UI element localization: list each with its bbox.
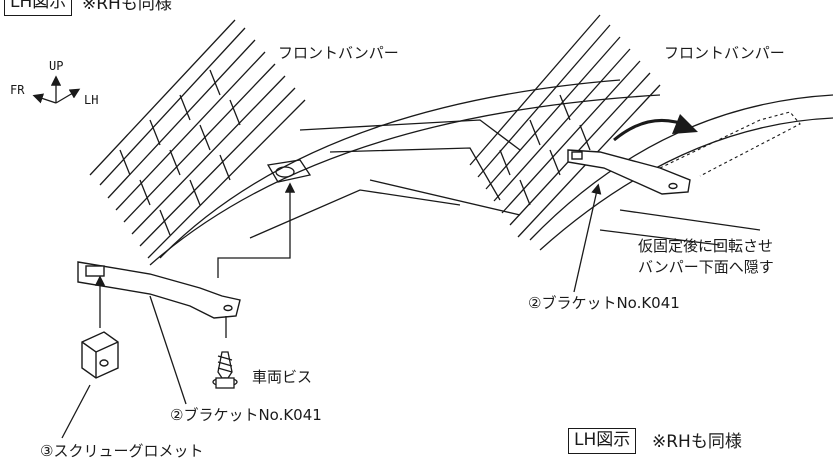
right-bracket-label: ②ブラケットNo.K041 bbox=[528, 294, 680, 312]
left-bracket-shape bbox=[77, 261, 241, 319]
footer-boxed-label: LH図示 bbox=[568, 428, 637, 454]
right-rotation-arrow bbox=[613, 114, 698, 142]
left-screw-shape bbox=[212, 351, 238, 389]
footer-note: ※RHも同様 bbox=[652, 432, 742, 452]
right-instruction-line1: 仮固定後に回転させ bbox=[638, 237, 774, 255]
header-note: ※RHも同様 bbox=[82, 0, 172, 14]
axis-lh-label: LH bbox=[84, 93, 99, 107]
right-bracket-shape bbox=[567, 149, 691, 195]
axis-up-label: UP bbox=[49, 59, 64, 73]
left-axis-indicator bbox=[32, 75, 81, 104]
axis-front-label: FR bbox=[10, 83, 25, 97]
left-screw-label: 車両ビス bbox=[252, 368, 313, 386]
right-bumper-grille bbox=[469, 14, 833, 251]
right-leader-lines bbox=[573, 183, 602, 293]
left-bumper-label: フロントバンパー bbox=[278, 44, 399, 62]
left-bracket-label: ②ブラケットNo.K041 bbox=[170, 406, 322, 424]
right-bumper-label: フロントバンパー bbox=[664, 44, 785, 62]
header-boxed-label: LH図示 bbox=[4, 0, 73, 16]
left-grommet-shape bbox=[81, 331, 119, 379]
left-leader-lines bbox=[61, 182, 296, 439]
right-instruction-line2: バンパー下面へ隠す bbox=[638, 258, 774, 276]
left-grommet-label: ③スクリューグロメット bbox=[40, 442, 204, 460]
left-bumper-grille bbox=[89, 19, 661, 266]
right-instruction-label: 仮固定後に回転させ バンパー下面へ隠す bbox=[638, 236, 774, 278]
right-rotated-bracket-outline bbox=[659, 111, 801, 177]
